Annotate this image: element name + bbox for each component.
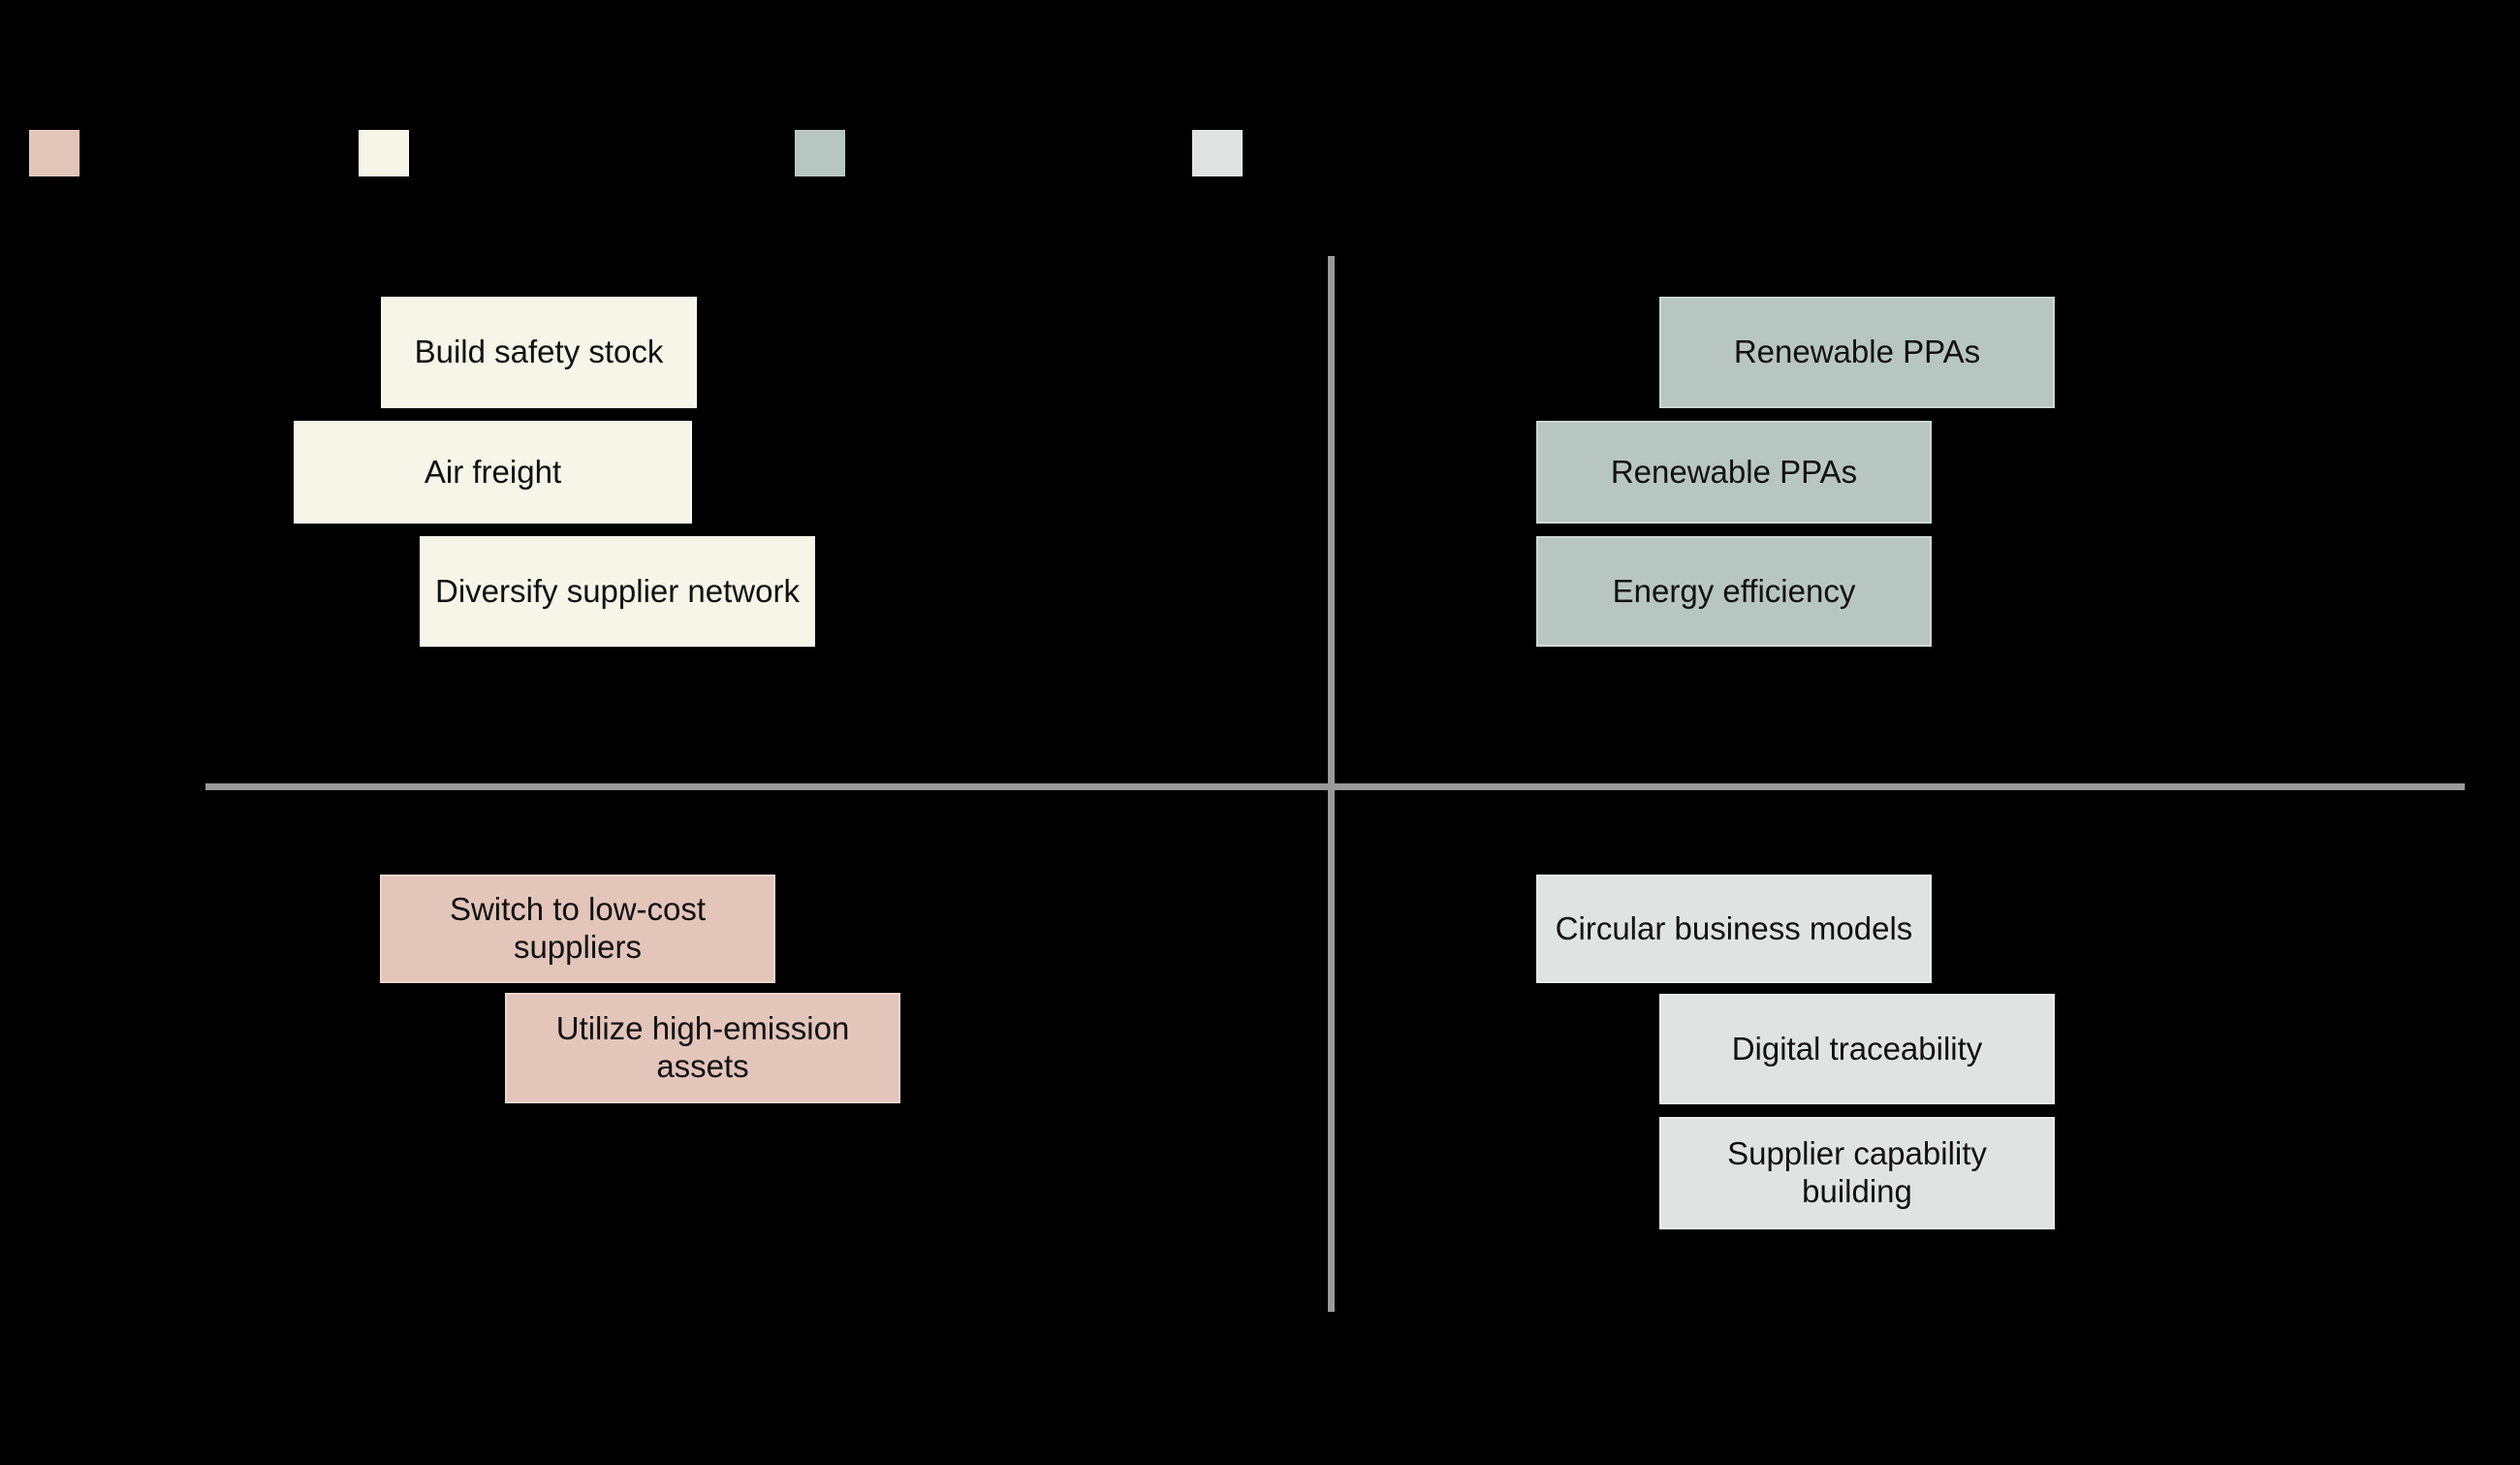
lever-box-label: Renewable PPAs [1733, 334, 1981, 370]
lever-box-label: Switch to low-cost suppliers [449, 891, 707, 965]
vertical-axis-line [1328, 256, 1335, 1312]
lever-box-label: Build safety stock [414, 334, 664, 370]
chart-legend [0, 0, 2520, 204]
lever-box-label: Air freight [424, 453, 562, 490]
lever-box[interactable]: Air freight [294, 421, 692, 524]
lever-box-label: Circular business models [1555, 909, 1913, 946]
legend-item-0[interactable] [29, 130, 93, 176]
lever-box-label: Supplier capability building [1727, 1135, 1987, 1209]
lever-box[interactable]: Build safety stock [381, 297, 697, 408]
legend-item-2[interactable] [795, 130, 859, 176]
lever-box-label: Energy efficiency [1612, 572, 1856, 609]
lever-box-label: Diversify supplier network [435, 572, 800, 609]
lever-box[interactable]: Utilize high-emission assets [505, 993, 900, 1103]
lever-box[interactable]: Diversify supplier network [420, 536, 815, 647]
lever-box[interactable]: Switch to low-cost suppliers [380, 875, 775, 983]
legend-item-3[interactable] [1192, 130, 1256, 176]
lever-box[interactable]: Supplier capability building [1659, 1117, 2055, 1229]
horizontal-axis-line [205, 783, 2465, 790]
legend-swatch-low-cost-high-emission [1192, 130, 1243, 176]
lever-box[interactable]: Circular business models [1536, 875, 1932, 983]
legend-swatch-high-cost-high-emission [29, 130, 79, 176]
lever-box-label: Renewable PPAs [1610, 453, 1858, 490]
lever-box-label: Digital traceability [1731, 1030, 1983, 1067]
lever-box[interactable]: Renewable PPAs [1659, 297, 2055, 408]
lever-box-label: Utilize high-emission assets [555, 1010, 850, 1084]
lever-box[interactable]: Digital traceability [1659, 994, 2055, 1104]
legend-item-1[interactable] [359, 130, 423, 176]
legend-swatch-low-cost-low-emission [795, 130, 845, 176]
lever-box[interactable]: Renewable PPAs [1536, 421, 1932, 524]
lever-box[interactable]: Energy efficiency [1536, 536, 1932, 647]
legend-swatch-high-cost-low-emission [359, 130, 409, 176]
